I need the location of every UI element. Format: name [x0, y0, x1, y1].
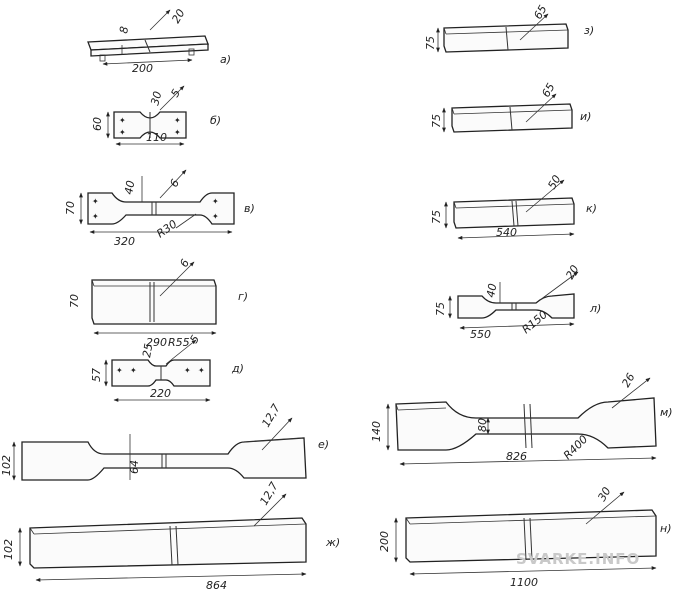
label-zh: ж) — [325, 536, 340, 549]
dim-n-length: 1100 — [510, 576, 538, 589]
specimen-k: 75 50 540 к) — [430, 173, 597, 240]
specimen-n: 200 30 1100 н) — [378, 485, 671, 589]
dim-v-height: 70 — [64, 201, 77, 215]
svg-text:✦: ✦ — [119, 116, 126, 125]
specimen-a: 8 20 200 a) — [87, 7, 231, 75]
specimen-i: 75 65 и) — [430, 81, 591, 133]
label-n: н) — [660, 522, 671, 535]
label-b: б) — [210, 114, 221, 127]
dim-d-length: 220 — [150, 387, 171, 400]
specimen-d: ✦ ✦ ✦ ✦ 57 25 R55 5 220 д) — [90, 333, 244, 402]
dim-g-length: 290 — [146, 336, 167, 349]
dim-g-height: 70 — [68, 294, 81, 308]
dim-m-radius: R400 — [561, 433, 590, 462]
svg-text:✦: ✦ — [92, 197, 99, 206]
dim-i-width: 65 — [539, 81, 557, 100]
dim-v-gauge: 40 — [122, 179, 137, 195]
svg-text:✦: ✦ — [198, 366, 205, 375]
dim-l-width: 20 — [563, 263, 581, 282]
specimen-m: 140 80 26 826 R400 м) — [370, 371, 673, 466]
svg-text:✦: ✦ — [116, 366, 123, 375]
dim-d-gauge: 25 — [140, 342, 155, 358]
label-v: в) — [244, 202, 255, 215]
svg-text:✦: ✦ — [130, 366, 137, 375]
dim-l-height: 75 — [434, 302, 447, 316]
dim-m-gauge: 80 — [476, 418, 489, 432]
dim-i-height: 75 — [430, 114, 443, 128]
dim-v-length: 320 — [114, 235, 135, 248]
dim-b-height: 60 — [91, 117, 104, 131]
dim-k-width: 50 — [545, 173, 563, 192]
label-e: е) — [318, 438, 329, 451]
dim-d-height: 57 — [90, 368, 103, 382]
dim-z-height: 75 — [424, 36, 437, 50]
dim-m-width: 26 — [619, 371, 637, 390]
label-g: г) — [238, 290, 248, 303]
label-m: м) — [660, 406, 673, 419]
dim-a-width: 20 — [169, 7, 187, 26]
dim-n-width: 30 — [595, 485, 613, 504]
dim-zh-height: 102 — [2, 539, 15, 560]
dim-m-height: 140 — [370, 421, 383, 442]
specimen-b: ✦ ✦ ✦ ✦ 60 30 5 110 б) — [91, 85, 221, 146]
label-l: л) — [589, 302, 601, 315]
specimen-g: 70 6 290 г) — [68, 257, 248, 349]
dim-z-width: 65 — [531, 3, 549, 22]
svg-text:✦: ✦ — [119, 128, 126, 137]
label-k: к) — [586, 202, 597, 215]
dim-a-length: 200 — [132, 62, 153, 75]
label-i: и) — [580, 110, 591, 123]
dim-k-length: 540 — [496, 226, 517, 239]
svg-text:✦: ✦ — [174, 128, 181, 137]
dim-zh-length: 864 — [206, 579, 227, 591]
svg-text:✦: ✦ — [184, 366, 191, 375]
label-a: a) — [220, 53, 231, 66]
svg-text:✦: ✦ — [92, 212, 99, 221]
specimen-z: 75 65 з) — [424, 3, 594, 53]
dim-a-thick: 8 — [117, 25, 131, 34]
specimen-zh: 102 12,7 864 ж) — [2, 480, 340, 592]
label-z: з) — [584, 24, 594, 37]
watermark: SVARKE.INFO — [516, 550, 640, 568]
dim-d-radius: R55 — [168, 336, 190, 349]
dim-m-length: 826 — [506, 450, 527, 463]
dim-zh-width: 12,7 — [257, 480, 281, 508]
svg-text:✦: ✦ — [212, 197, 219, 206]
svg-text:✦: ✦ — [212, 212, 219, 221]
dim-b-length: 110 — [146, 131, 167, 144]
dim-e-gauge: 64 — [128, 460, 141, 474]
label-d: д) — [231, 362, 244, 375]
dim-b-gauge: 30 — [148, 90, 164, 107]
dim-e-width: 12,7 — [259, 402, 283, 430]
dim-l-gauge: 40 — [484, 282, 499, 298]
dim-g-width: 6 — [177, 257, 192, 270]
svg-text:✦: ✦ — [174, 116, 181, 125]
dim-v-radius: R30 — [154, 217, 179, 240]
specimen-e: 102 64 12,7 е) — [0, 402, 329, 481]
specimen-l: 75 40 20 550 R150 л) — [434, 263, 601, 341]
dim-n-height: 200 — [378, 531, 391, 552]
dim-k-height: 75 — [430, 210, 443, 224]
dim-e-height: 102 — [0, 455, 13, 476]
specimen-v: ✦ ✦ ✦ ✦ 70 40 6 320 R30 в) — [64, 169, 255, 248]
dim-l-length: 550 — [470, 328, 491, 341]
